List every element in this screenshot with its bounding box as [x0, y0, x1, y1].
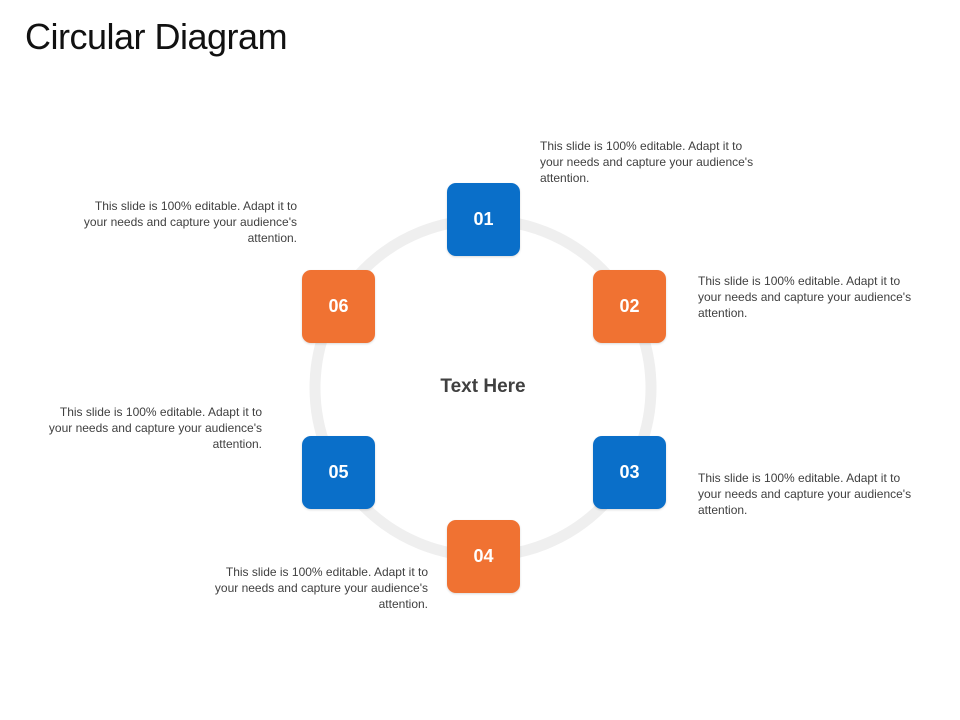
node-04: 04: [447, 520, 520, 593]
center-text: Text Here: [440, 376, 526, 397]
node-01-description: This slide is 100% editable. Adapt it to…: [540, 139, 754, 185]
node-05: 05: [302, 436, 375, 509]
node-06-description: This slide is 100% editable. Adapt it to…: [83, 199, 297, 245]
node-03-description: This slide is 100% editable. Adapt it to…: [698, 471, 912, 517]
node-02-description: This slide is 100% editable. Adapt it to…: [698, 274, 912, 320]
node-02: 02: [593, 270, 666, 343]
node-03: 03: [593, 436, 666, 509]
node-04-description: This slide is 100% editable. Adapt it to…: [214, 565, 428, 611]
node-05-description: This slide is 100% editable. Adapt it to…: [48, 405, 262, 451]
node-label: 02: [619, 296, 640, 316]
node-06: 06: [302, 270, 375, 343]
node-label: 01: [473, 209, 494, 229]
node-01: 01: [447, 183, 520, 256]
node-label: 03: [619, 462, 640, 482]
page-title: Circular Diagram: [25, 16, 288, 57]
node-label: 05: [328, 462, 349, 482]
node-label: 04: [473, 546, 494, 566]
node-label: 06: [328, 296, 349, 316]
